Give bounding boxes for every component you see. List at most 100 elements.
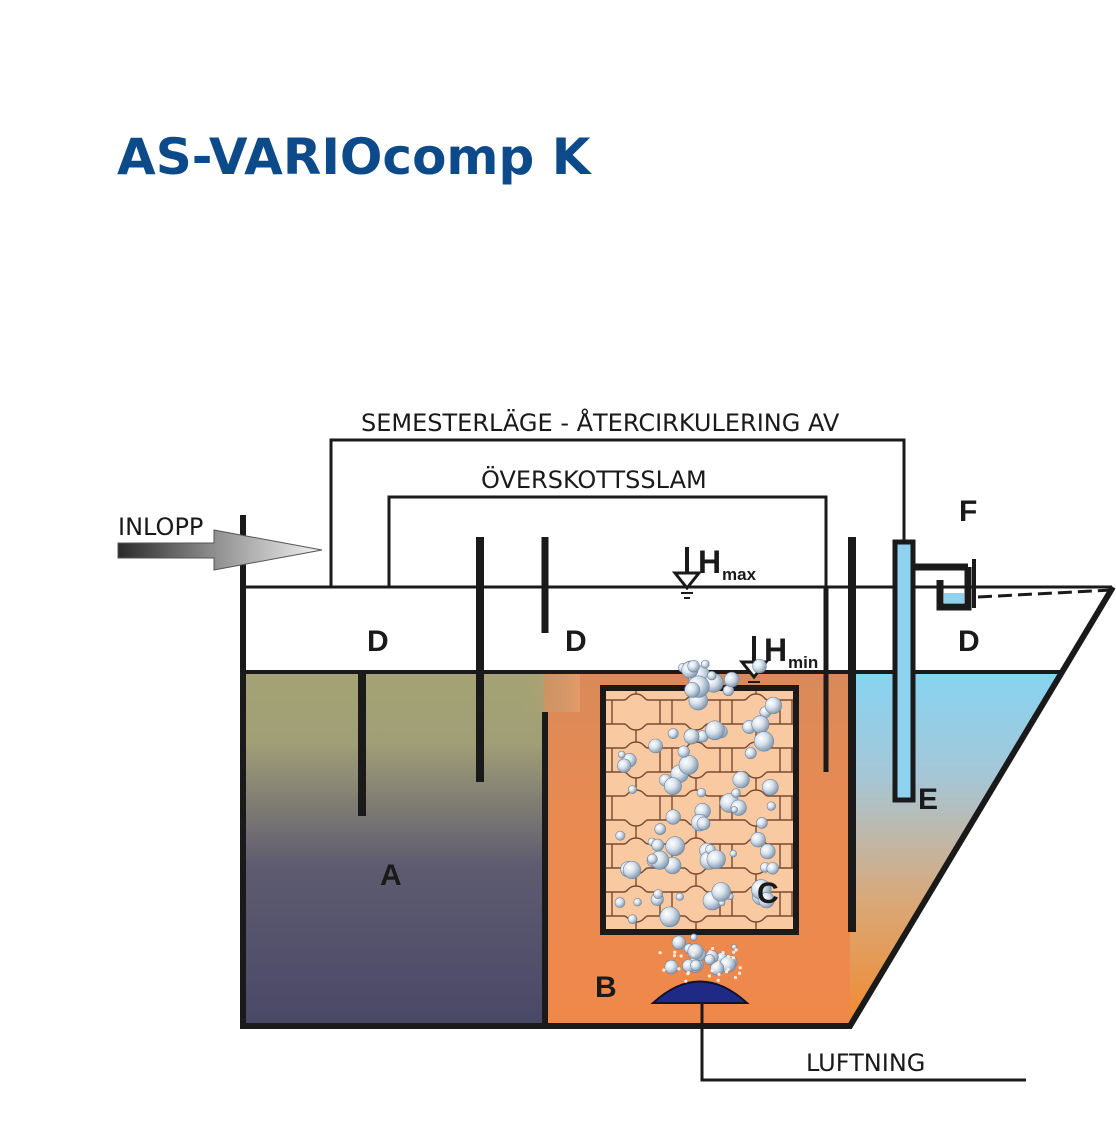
air-bubble-icon <box>675 892 684 901</box>
air-bubble-icon <box>622 860 642 880</box>
air-bubble-icon <box>614 897 626 908</box>
zone-f-label: F <box>959 495 977 528</box>
air-bubble-icon <box>753 731 775 752</box>
air-spray-dot <box>684 979 688 983</box>
outlet-dashed-line <box>977 588 1113 599</box>
air-spray-dot <box>724 970 729 974</box>
inlet-label: INLOPP <box>118 513 203 541</box>
hmax-label: H <box>698 544 721 580</box>
air-spray-dot <box>691 947 696 951</box>
air-bubble-icon <box>751 715 770 734</box>
air-spray-dot <box>716 978 720 982</box>
air-bubble-icon <box>690 959 702 972</box>
air-bubble-icon <box>766 862 779 875</box>
zone-a-label: A <box>380 859 402 892</box>
air-bubble-icon <box>665 809 681 825</box>
outlet-pipe-e <box>892 539 916 803</box>
zone-e-label: E <box>918 783 938 816</box>
air-bubble-icon <box>665 836 685 857</box>
air-bubble-icon <box>687 943 704 960</box>
air-spray-dot <box>721 951 725 955</box>
holiday-mode-label: SEMESTERLÄGE - ÅTERCIRKULERING AV <box>361 408 840 437</box>
air-bubble-icon <box>690 933 698 941</box>
air-spray-dot <box>731 956 736 960</box>
air-bubble-icon <box>683 728 700 745</box>
air-bubble-icon <box>651 838 665 852</box>
air-spray-dot <box>691 953 695 957</box>
air-bubble-icon <box>706 849 726 869</box>
air-spray-dot <box>726 967 730 971</box>
air-bubble-icon <box>617 750 626 759</box>
air-bubble-icon <box>744 747 757 760</box>
air-spray-dot <box>677 967 681 971</box>
zone-d2-label: D <box>565 625 587 658</box>
air-bubble-icon <box>687 659 700 673</box>
hmin-label: H <box>764 632 787 668</box>
hmin-subscript: min <box>788 653 818 672</box>
air-spray-dot <box>717 972 721 977</box>
air-diffuser-icon <box>650 980 750 1004</box>
air-bubble-icon <box>705 720 725 741</box>
water-level-marker-icon <box>671 547 703 599</box>
air-bubble-icon <box>653 889 663 899</box>
zone-b-label: B <box>595 971 617 1004</box>
holiday-recirculation-pipe <box>329 438 906 587</box>
air-bubble-icon <box>761 778 779 796</box>
air-bubble-icon <box>615 830 626 841</box>
air-bubble-icon <box>766 801 776 811</box>
air-spray-dot <box>708 950 712 954</box>
air-bubble-icon <box>732 771 750 789</box>
air-spray-dot <box>726 955 730 959</box>
aeration-pipe <box>700 1003 1026 1082</box>
zone-d3-label: D <box>958 625 980 658</box>
air-bubble-icon <box>759 843 776 860</box>
air-spray-dot <box>732 950 736 954</box>
air-spray-dot <box>738 966 742 970</box>
chamber-a-liquid <box>244 672 544 1024</box>
air-bubble-icon <box>654 823 667 835</box>
air-bubble-icon <box>750 831 766 848</box>
air-bubble-icon <box>678 755 699 775</box>
inlet-arrow-icon <box>117 529 323 571</box>
zone-c-label: C <box>757 877 779 910</box>
air-bubble-icon <box>696 816 711 831</box>
air-bubble-icon <box>707 670 717 681</box>
outlet-f-water <box>944 593 964 603</box>
air-bubble-icon <box>633 897 642 907</box>
air-bubble-icon <box>647 853 658 865</box>
air-bubble-icon <box>628 785 637 794</box>
excess-sludge-label: ÖVERSKOTTSSLAM <box>481 465 707 494</box>
air-bubble-icon <box>723 671 740 688</box>
air-bubble-icon <box>696 787 707 798</box>
air-bubble-icon <box>758 892 775 909</box>
diagram-title: AS-VARIOcomp K <box>117 128 593 186</box>
air-bubble-icon <box>704 954 716 966</box>
air-spray-dot <box>711 947 715 951</box>
hmax-subscript: max <box>722 565 757 584</box>
aeration-label: LUFTNING <box>806 1049 925 1077</box>
air-spray-dot <box>658 951 662 955</box>
air-bubble-icon <box>677 745 690 758</box>
chamber-transition <box>520 672 580 712</box>
air-bubble-icon <box>648 738 663 754</box>
air-bubble-icon <box>756 817 768 829</box>
air-spray-dot <box>733 976 738 980</box>
air-bubble-icon <box>667 728 679 739</box>
air-spray-dot <box>662 968 666 972</box>
air-bubble-icon <box>752 658 767 674</box>
air-spray-dot <box>734 948 738 952</box>
air-bubble-icon <box>684 682 701 698</box>
air-spray-dot <box>679 954 683 958</box>
air-spray-dot <box>686 972 690 976</box>
air-bubble-icon <box>711 882 731 902</box>
air-bubble-icon <box>764 696 783 715</box>
air-spray-dot <box>673 950 677 954</box>
air-bubbles <box>614 658 783 983</box>
air-spray-dot <box>707 974 712 978</box>
air-bubble-icon <box>731 944 738 950</box>
air-bubble-icon <box>627 914 638 925</box>
air-bubble-icon <box>617 758 632 773</box>
air-spray-dot <box>672 954 677 958</box>
air-bubble-icon <box>700 659 710 669</box>
